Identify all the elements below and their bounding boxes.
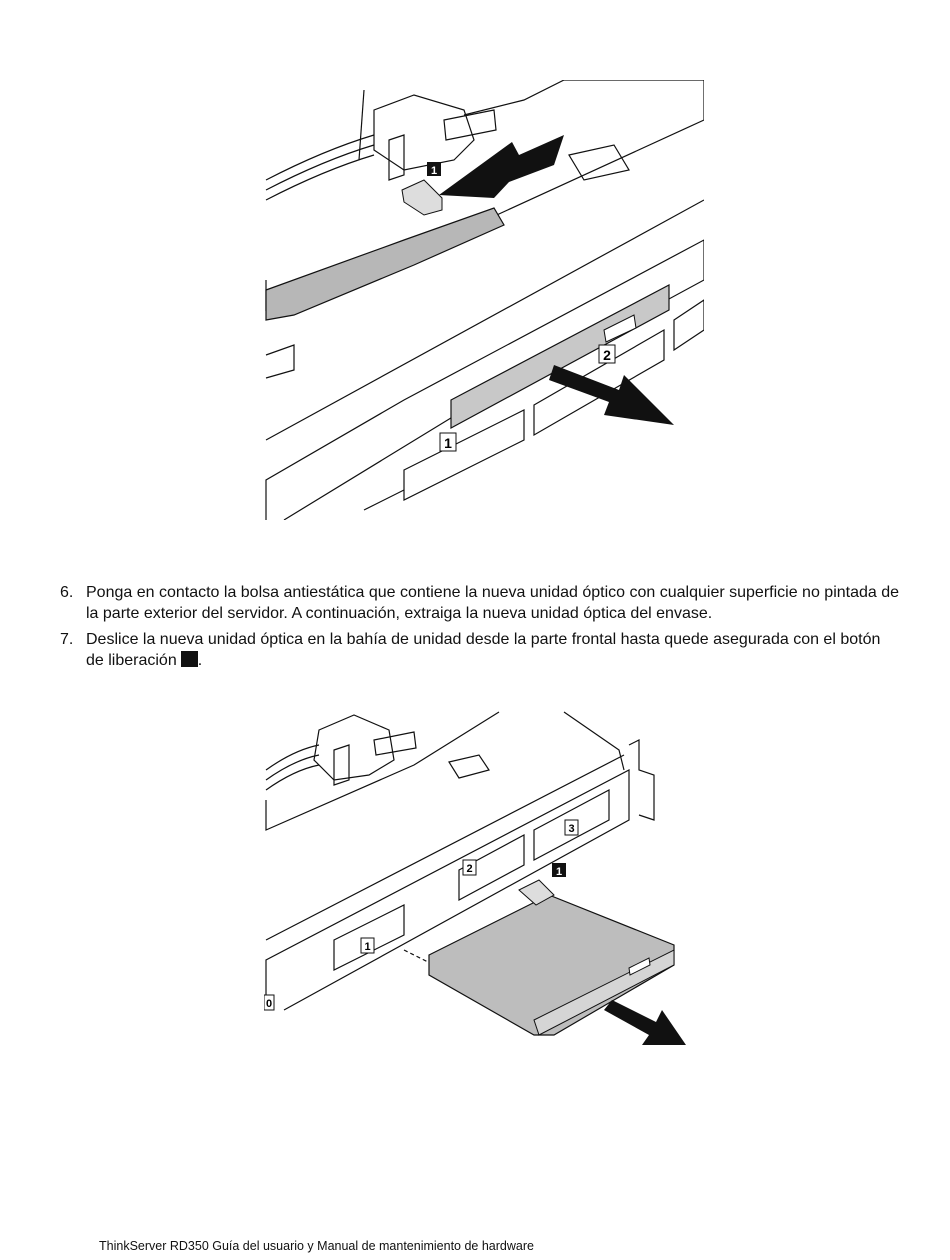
step-text: Ponga en contacto la bolsa antiestática … [86,584,900,622]
page-footer: ThinkServer RD350 Guía del usuario y Man… [99,1239,534,1253]
bay-label-1: 1 [444,435,452,451]
step-text: Deslice la nueva unidad óptica en la bah… [86,629,900,671]
bay-label-2: 2 [466,863,472,875]
step-number: 7. [60,631,74,648]
step-7: 7. Deslice la nueva unidad óptica en la … [60,629,900,671]
bay-label-2: 2 [603,347,611,363]
step-text-main: Deslice la nueva unidad óptica en la bah… [86,631,881,669]
callout-marker [427,162,441,176]
removal-illustration: 1 1 2 [264,79,705,521]
step-text-end: . [197,652,203,669]
installation-illustration: 1 1 2 3 0 [263,710,704,1055]
release-button-marker [180,651,198,667]
bay-label-0: 0 [266,998,272,1010]
step-6: 6. Ponga en contacto la bolsa antiestáti… [60,582,900,624]
callout-1: 1 [431,165,437,177]
bay-label-1: 1 [364,941,370,953]
step-number: 6. [60,584,74,601]
bay-label-3: 3 [568,823,574,835]
instruction-steps: 6. Ponga en contacto la bolsa antiestáti… [60,582,900,676]
callout-1: 1 [556,866,562,878]
installation-diagram-svg: 1 1 2 3 0 [263,711,686,1045]
removal-diagram-svg: 1 1 2 [265,79,705,521]
